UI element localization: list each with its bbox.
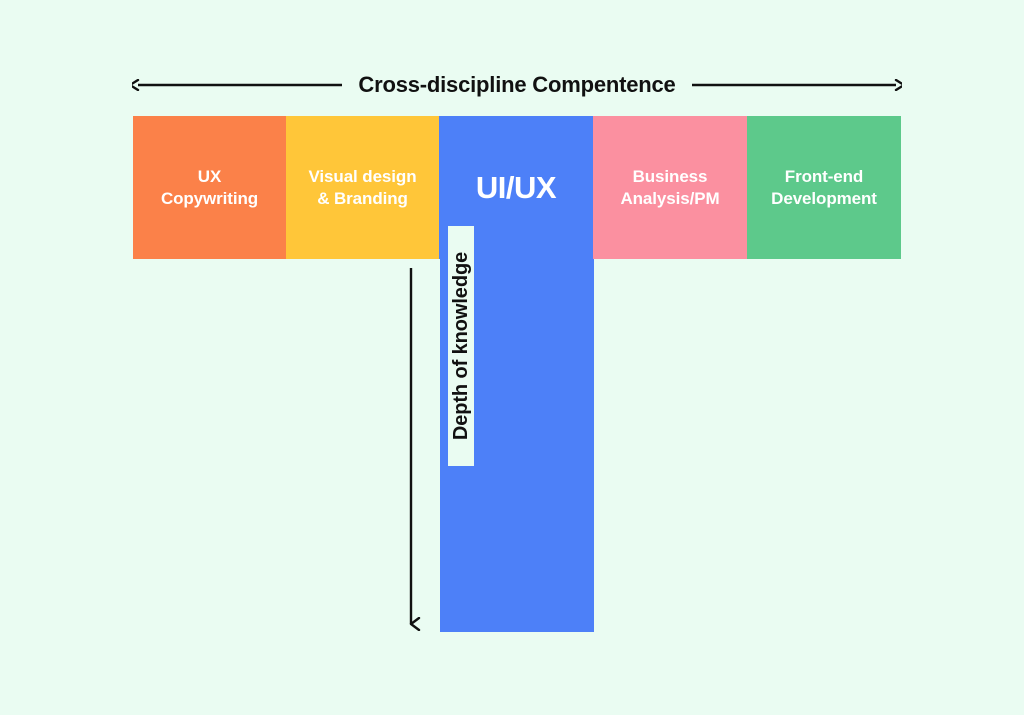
cross-discipline-axis-label: Cross-discipline Compentence [342, 72, 692, 98]
cross-discipline-axis: Cross-discipline Compentence [132, 70, 902, 100]
competency-band: UX Copywriting Visual design & Branding … [133, 116, 901, 259]
block-front-end-development[interactable]: Front-end Development [747, 116, 901, 259]
block-ux-copywriting-label: UX Copywriting [160, 166, 259, 208]
block-ux-copywriting[interactable]: UX Copywriting [133, 116, 286, 259]
depth-of-knowledge-axis [396, 268, 426, 636]
block-ui-ux-label: UI/UX [475, 169, 557, 205]
block-business-analysis-label: Business Analysis/PM [620, 166, 720, 208]
block-visual-design-label: Visual design & Branding [308, 166, 417, 208]
depth-of-knowledge-axis-label: Depth of knowledge [448, 226, 474, 466]
block-business-analysis[interactable]: Business Analysis/PM [593, 116, 747, 259]
arrow-down-icon [409, 268, 426, 636]
block-visual-design[interactable]: Visual design & Branding [286, 116, 439, 259]
block-front-end-development-label: Front-end Development [771, 166, 877, 208]
